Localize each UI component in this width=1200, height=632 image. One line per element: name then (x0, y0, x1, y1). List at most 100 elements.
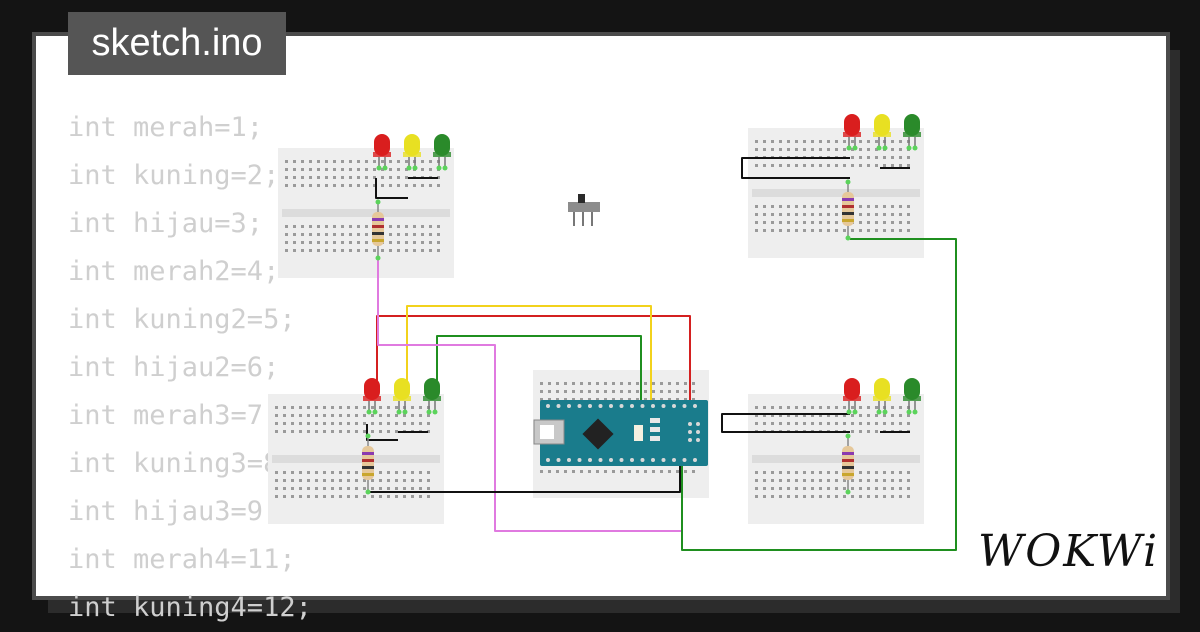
breadboard-hole (317, 249, 320, 252)
breadboard-hole (411, 471, 414, 474)
breadboard-hole (827, 479, 830, 482)
breadboard-hole (419, 422, 422, 425)
switch-body (568, 202, 600, 212)
led (363, 378, 381, 415)
breadboard-hole (819, 487, 822, 490)
breadboard-hole (819, 479, 822, 482)
breadboard-hole (795, 229, 798, 232)
breadboard-hole (883, 213, 886, 216)
breadboard-hole (564, 390, 567, 393)
breadboard-hole (429, 241, 432, 244)
breadboard-hole (285, 160, 288, 163)
breadboard-hole (405, 184, 408, 187)
breadboard-hole (307, 487, 310, 490)
breadboard-hole (803, 205, 806, 208)
breadboard-hole (660, 390, 663, 393)
breadboard-hole (299, 495, 302, 498)
breadboard-hole (301, 176, 304, 179)
breadboard-hole (787, 148, 790, 151)
breadboard-hole (331, 479, 334, 482)
breadboard (268, 394, 444, 524)
breadboard-hole (811, 479, 814, 482)
breadboard-hole (437, 184, 440, 187)
breadboard-hole (283, 406, 286, 409)
breadboard-hole (684, 398, 687, 401)
arduino-nano[interactable] (533, 400, 708, 466)
breadboard-hole (301, 241, 304, 244)
breadboard-hole (755, 205, 758, 208)
resistor-band (842, 212, 854, 215)
breadboard-hole (357, 233, 360, 236)
code-background: int merah=1;int kuning=2;int hijau=3;int… (68, 104, 312, 632)
breadboard-hole (403, 414, 406, 417)
breadboard-hole (291, 479, 294, 482)
code-line: int kuning4=12; (68, 592, 312, 623)
breadboard-hole (323, 487, 326, 490)
led-rim (393, 396, 411, 401)
breadboard-hole (315, 487, 318, 490)
breadboard-hole (875, 148, 878, 151)
breadboard-hole (827, 213, 830, 216)
breadboard-hole (899, 221, 902, 224)
breadboard-hole (867, 164, 870, 167)
slide-switch-icon[interactable] (568, 194, 600, 226)
breadboard-channel (752, 189, 920, 197)
breadboard-hole (771, 213, 774, 216)
breadboard-hole (859, 156, 862, 159)
breadboard-hole (795, 479, 798, 482)
breadboard-hole (827, 487, 830, 490)
header-pin (556, 404, 561, 408)
breadboard-hole (387, 422, 390, 425)
breadboard-hole (859, 148, 862, 151)
breadboard-hole (763, 164, 766, 167)
header-pin (567, 458, 571, 462)
breadboard-hole (891, 414, 894, 417)
status-led (650, 436, 660, 441)
breadboard-hole (291, 422, 294, 425)
breadboard-hole (851, 229, 854, 232)
breadboard-hole (771, 140, 774, 143)
breadboard-hole (325, 233, 328, 236)
breadboard-hole (421, 241, 424, 244)
breadboard-hole (899, 487, 902, 490)
breadboard-hole (307, 414, 310, 417)
breadboard-hole (612, 470, 615, 473)
breadboard-hole (349, 184, 352, 187)
breadboard-hole (355, 479, 358, 482)
led-rim (373, 152, 391, 157)
led-rim (433, 152, 451, 157)
breadboard-hole (660, 398, 663, 401)
breadboard-hole (421, 160, 424, 163)
breadboard-hole (363, 487, 366, 490)
header-pin (661, 404, 666, 408)
breadboard-hole (867, 422, 870, 425)
breadboard-hole (307, 406, 310, 409)
breadboard-hole (275, 414, 278, 417)
breadboard-hole (875, 406, 878, 409)
header-pin (693, 458, 697, 462)
breadboard-hole (307, 471, 310, 474)
breadboard-hole (779, 164, 782, 167)
breadboard-hole (379, 479, 382, 482)
breadboard-hole (604, 470, 607, 473)
breadboard-hole (811, 164, 814, 167)
breadboard-hole (763, 479, 766, 482)
breadboard-hole (339, 430, 342, 433)
header-pin (640, 458, 645, 462)
breadboard-hole (413, 241, 416, 244)
breadboard-hole (371, 414, 374, 417)
breadboard-hole (859, 422, 862, 425)
breadboard-hole (899, 156, 902, 159)
breadboard-hole (285, 176, 288, 179)
breadboard-hole (275, 495, 278, 498)
breadboard-hole (349, 160, 352, 163)
header-pin (577, 404, 582, 408)
breadboard-hole (299, 471, 302, 474)
breadboard-hole (315, 414, 318, 417)
breadboard-hole (339, 406, 342, 409)
breadboard-hole (323, 414, 326, 417)
file-tab[interactable]: sketch.ino (68, 12, 286, 75)
breadboard-hole (604, 382, 607, 385)
led-pin-dot (882, 145, 888, 151)
breadboard-hole (411, 422, 414, 425)
